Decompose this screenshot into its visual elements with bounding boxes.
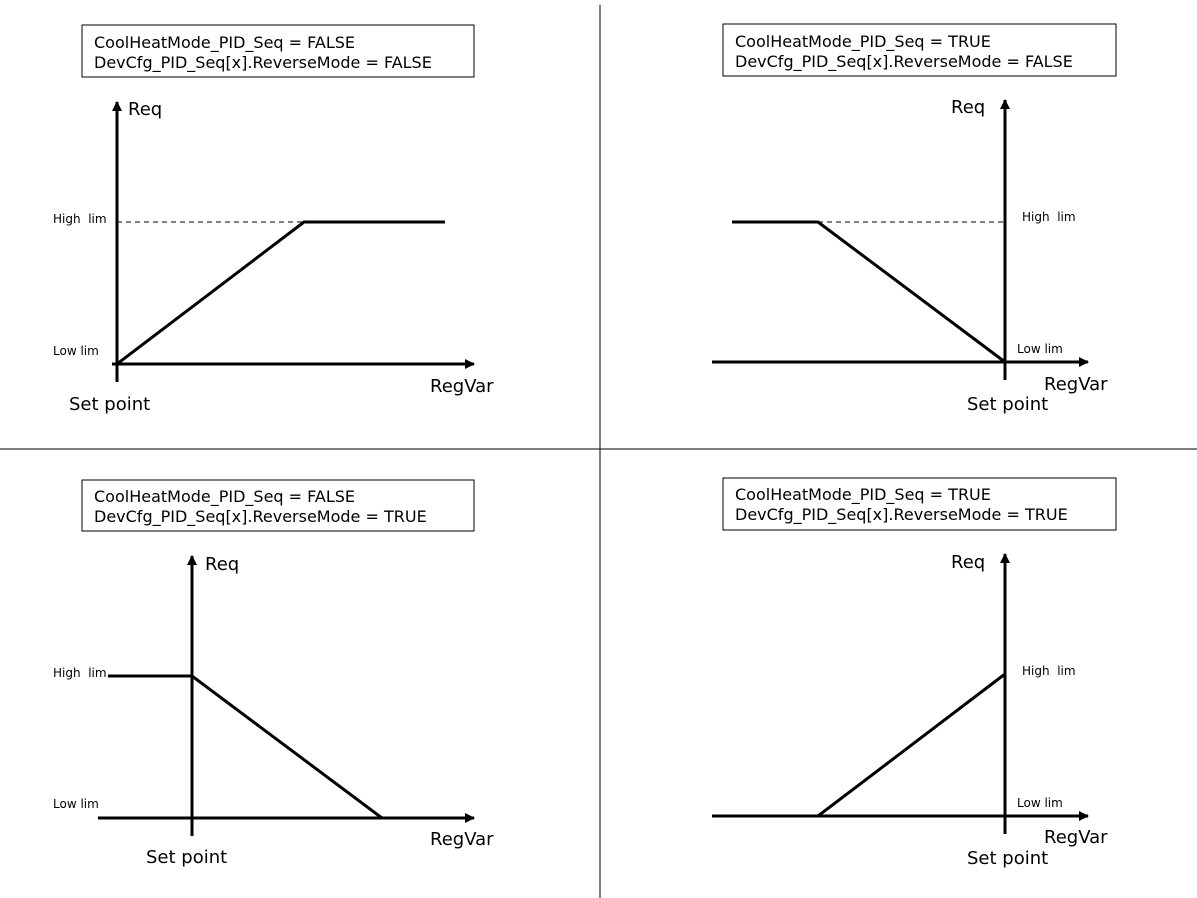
setpoint-label: Set point — [967, 848, 1048, 869]
high-limit-label: High lim — [1022, 210, 1076, 224]
condition-line-2: DevCfg_PID_Seq[x].ReverseMode = FALSE — [94, 53, 432, 73]
x-axis-label: RegVar — [430, 376, 494, 397]
setpoint-label: Set point — [146, 847, 227, 868]
condition-line-1: CoolHeatMode_PID_Seq = FALSE — [94, 33, 355, 53]
x-axis-label: RegVar — [430, 829, 494, 850]
condition-box — [722, 23, 1117, 77]
condition-line-2: DevCfg_PID_Seq[x].ReverseMode = FALSE — [735, 52, 1073, 72]
high-limit-label: High lim — [53, 212, 107, 226]
panel-heat-mode: CoolHeatMode_PID_Seq = TRUE DevCfg_PID_S… — [712, 23, 1117, 415]
x-axis-label: RegVar — [1044, 374, 1108, 395]
condition-box — [722, 477, 1117, 531]
req-curve — [116, 220, 445, 366]
condition-box — [81, 479, 475, 532]
y-axis-label: Req — [205, 554, 239, 575]
condition-line-1: CoolHeatMode_PID_Seq = TRUE — [735, 485, 991, 505]
req-curve — [732, 220, 1006, 364]
condition-line-2: DevCfg_PID_Seq[x].ReverseMode = TRUE — [735, 505, 1068, 525]
panel-direct-mode: CoolHeatMode_PID_Seq = FALSE DevCfg_PID_… — [53, 24, 494, 415]
y-axis-label: Req — [128, 99, 162, 120]
panel-direct-reverse: CoolHeatMode_PID_Seq = FALSE DevCfg_PID_… — [53, 479, 494, 868]
high-limit-label: High lim — [1022, 664, 1076, 678]
req-curve — [108, 674, 383, 820]
req-curve — [712, 672, 1006, 818]
low-limit-label: Low lim — [53, 344, 99, 358]
condition-box — [81, 24, 475, 78]
panel-heat-reverse: CoolHeatMode_PID_Seq = TRUE DevCfg_PID_S… — [712, 477, 1117, 869]
y-axis-label: Req — [951, 552, 985, 573]
condition-line-2: DevCfg_PID_Seq[x].ReverseMode = TRUE — [94, 507, 427, 527]
low-limit-label: Low lim — [1017, 342, 1063, 356]
condition-line-1: CoolHeatMode_PID_Seq = FALSE — [94, 487, 355, 507]
setpoint-label: Set point — [69, 394, 150, 415]
high-limit-label: High lim — [53, 666, 107, 680]
x-axis-label: RegVar — [1044, 827, 1108, 848]
low-limit-label: Low lim — [1017, 796, 1063, 810]
setpoint-label: Set point — [967, 394, 1048, 415]
low-limit-label: Low lim — [53, 797, 99, 811]
condition-line-1: CoolHeatMode_PID_Seq = TRUE — [735, 32, 991, 52]
y-axis-label: Req — [951, 97, 985, 118]
